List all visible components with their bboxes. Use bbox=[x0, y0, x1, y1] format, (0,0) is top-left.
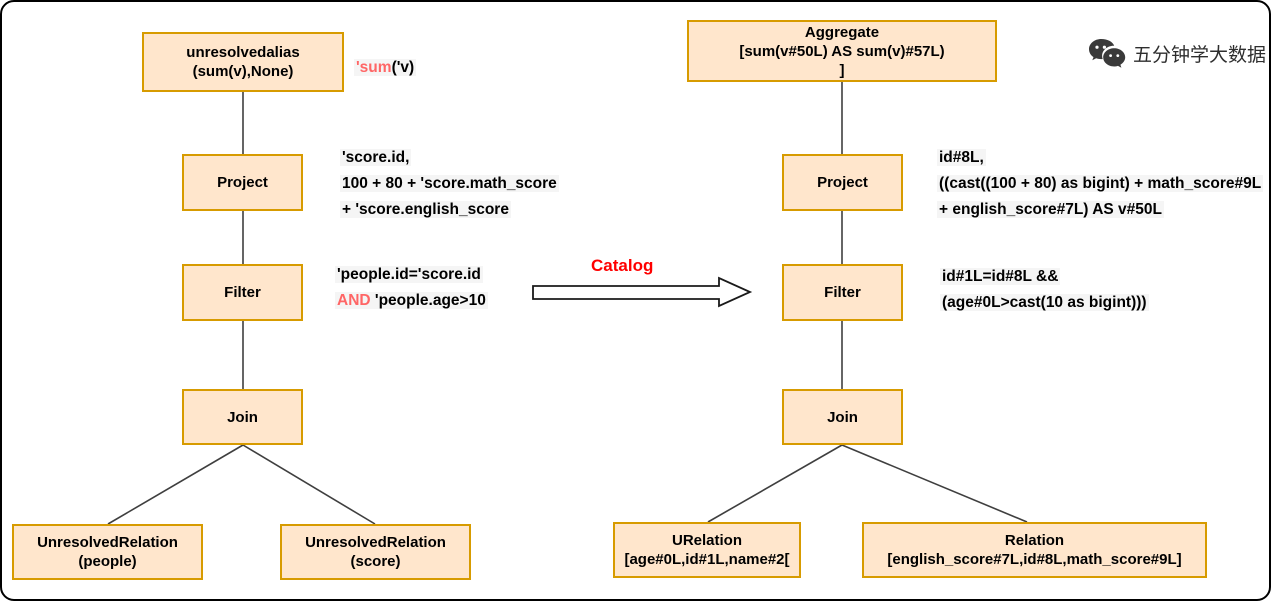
node-label-line: (score) bbox=[350, 553, 401, 570]
annotation-text: 'people.id='score.id bbox=[335, 266, 483, 283]
annotation-red-text: 'sum bbox=[356, 59, 392, 76]
annotation-text: ((cast((100 + 80) as bigint) + math_scor… bbox=[937, 175, 1264, 192]
node-unresolvedalias: unresolvedalias (sum(v),None) bbox=[142, 32, 344, 92]
node-label-line: (people) bbox=[78, 553, 137, 570]
annotation-project-left: 'score.id, 100 + 80 + 'score.math_score … bbox=[340, 145, 559, 223]
node-label: Project bbox=[217, 174, 268, 191]
node-unresolvedrelation-score: UnresolvedRelation (score) bbox=[280, 524, 471, 580]
node-label-line: Aggregate bbox=[804, 23, 880, 41]
node-label-line: URelation bbox=[671, 532, 742, 549]
annotation-text: 'score.id, bbox=[340, 149, 412, 166]
node-relation: Relation [english_score#7L,id#8L,math_sc… bbox=[862, 522, 1207, 578]
annotation-text: 'people.age>10 bbox=[370, 292, 486, 309]
node-label: Filter bbox=[224, 284, 261, 301]
node-urelation: URelation [age#0L,id#1L,name#2[ bbox=[613, 522, 801, 578]
annotation-red-text: AND bbox=[337, 292, 371, 309]
node-label: Join bbox=[827, 408, 858, 426]
node-label-line: [sum(v#50L) AS sum(v)#57L) bbox=[739, 42, 945, 60]
node-join-left: Join bbox=[182, 389, 303, 445]
catalog-label: Catalog bbox=[591, 256, 654, 275]
annotation-filter-right: id#1L=id#8L && (age#0L>cast(10 as bigint… bbox=[940, 264, 1149, 316]
node-label: Join bbox=[227, 408, 258, 426]
annotation-text: + 'score.english_score bbox=[340, 201, 511, 218]
annotation-filter-left: 'people.id='score.id AND 'people.age>10 bbox=[335, 262, 488, 314]
node-label-line: (sum(v),None) bbox=[192, 63, 294, 80]
annotation-text: id#1L=id#8L && bbox=[940, 268, 1061, 285]
annotation-alias: 'sum('v) bbox=[354, 55, 417, 81]
node-label-line: UnresolvedRelation bbox=[305, 534, 446, 551]
annotation-text: 100 + 80 + 'score.math_score bbox=[340, 175, 559, 192]
annotation-text: ('v) bbox=[391, 59, 415, 76]
node-label-line: Relation bbox=[1004, 532, 1065, 549]
annotation-text: id#8L, bbox=[937, 149, 986, 166]
node-label-line: ] bbox=[839, 61, 845, 79]
node-join-right: Join bbox=[782, 389, 903, 445]
wechat-icon bbox=[1088, 38, 1126, 69]
node-project-left: Project bbox=[182, 154, 303, 211]
node-label-line: UnresolvedRelation bbox=[37, 534, 178, 551]
node-label: Project bbox=[817, 174, 868, 191]
node-aggregate: Aggregate [sum(v#50L) AS sum(v)#57L) ] bbox=[687, 20, 997, 82]
catalog-arrow bbox=[532, 276, 753, 308]
annotation-text: (age#0L>cast(10 as bigint))) bbox=[940, 294, 1149, 311]
node-label-line: [english_score#7L,id#8L,math_score#9L] bbox=[887, 551, 1182, 568]
node-label: Filter bbox=[824, 284, 861, 301]
brand: 五分钟学大数据 bbox=[1088, 38, 1266, 69]
node-label-line: [age#0L,id#1L,name#2[ bbox=[624, 551, 790, 568]
node-project-right: Project bbox=[782, 154, 903, 211]
node-unresolvedrelation-people: UnresolvedRelation (people) bbox=[12, 524, 203, 580]
node-filter-right: Filter bbox=[782, 264, 903, 321]
brand-name: 五分钟学大数据 bbox=[1133, 45, 1267, 66]
annotation-project-right: id#8L, ((cast((100 + 80) as bigint) + ma… bbox=[937, 145, 1264, 223]
node-filter-left: Filter bbox=[182, 264, 303, 321]
node-label-line: unresolvedalias bbox=[186, 44, 300, 61]
annotation-text: + english_score#7L) AS v#50L bbox=[937, 201, 1164, 218]
